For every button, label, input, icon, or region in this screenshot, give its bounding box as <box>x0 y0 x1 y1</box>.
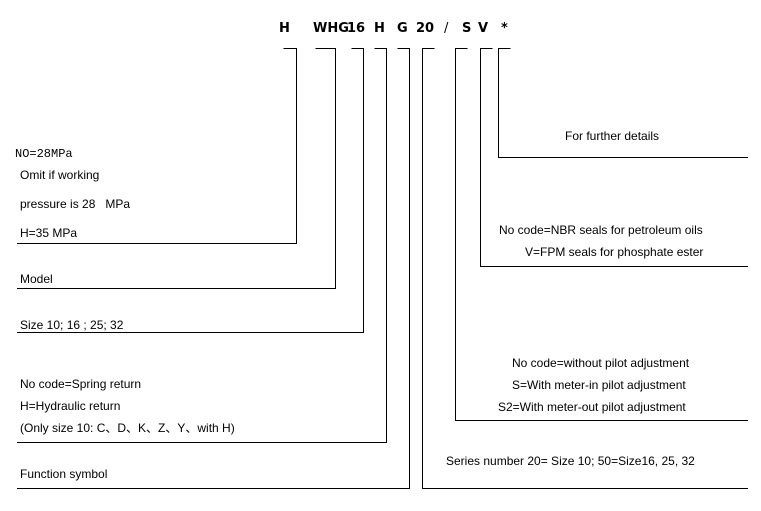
pressure-label-line2: Omit if working <box>20 168 100 182</box>
bracket-function <box>17 48 410 489</box>
bracket-size <box>17 48 364 333</box>
bracket-return <box>17 48 387 443</box>
pressure-label-line1: NO=28MPa <box>15 147 73 161</box>
code-part-model: WHG <box>313 21 349 36</box>
bracket-pilot <box>455 48 748 421</box>
pressure-label-line4: H=35 MPa <box>20 226 78 240</box>
pressure-label-line3: pressure is 28 MPa <box>20 197 131 211</box>
return-label-line3: (Only size 10: C、D、K、Z、Y、with H) <box>20 421 235 435</box>
bracket-series <box>422 48 748 489</box>
code-part-function: G <box>397 21 408 36</box>
series-label: Series number 20= Size 10; 50=Size16, 25… <box>446 454 695 468</box>
bracket-seals <box>480 48 748 267</box>
code-part-size: 16 <box>347 21 366 36</box>
model-label: Model <box>20 272 53 286</box>
pilot-label-line3: S2=With meter-out pilot adjustment <box>498 400 686 414</box>
seals-label-line1: No code=NBR seals for petroleum oils <box>499 223 703 237</box>
bracket-details <box>498 48 748 158</box>
further-details-label: For further details <box>565 129 660 143</box>
code-part-series: 20 <box>416 21 435 36</box>
return-label-line1: No code=Spring return <box>20 377 142 391</box>
function-symbol-label: Function symbol <box>20 467 108 481</box>
code-part-pilot: S <box>462 21 472 36</box>
pilot-label-line2: S=With meter-in pilot adjustment <box>512 378 686 392</box>
bracket-pressure <box>17 48 297 244</box>
code-part-details: * <box>501 21 508 36</box>
code-part-pressure: H <box>279 21 290 36</box>
size-label: Size 10; 16 ; 25; 32 <box>20 318 124 332</box>
pilot-label-line1: No code=without pilot adjustment <box>512 356 690 370</box>
return-label-line2: H=Hydraulic return <box>20 399 121 413</box>
code-part-seals: V <box>478 21 489 36</box>
code-part-return: H <box>374 21 385 36</box>
bracket-model <box>17 48 336 289</box>
code-part-slash: / <box>444 21 449 36</box>
seals-label-line2: V=FPM seals for phosphate ester <box>525 245 704 259</box>
